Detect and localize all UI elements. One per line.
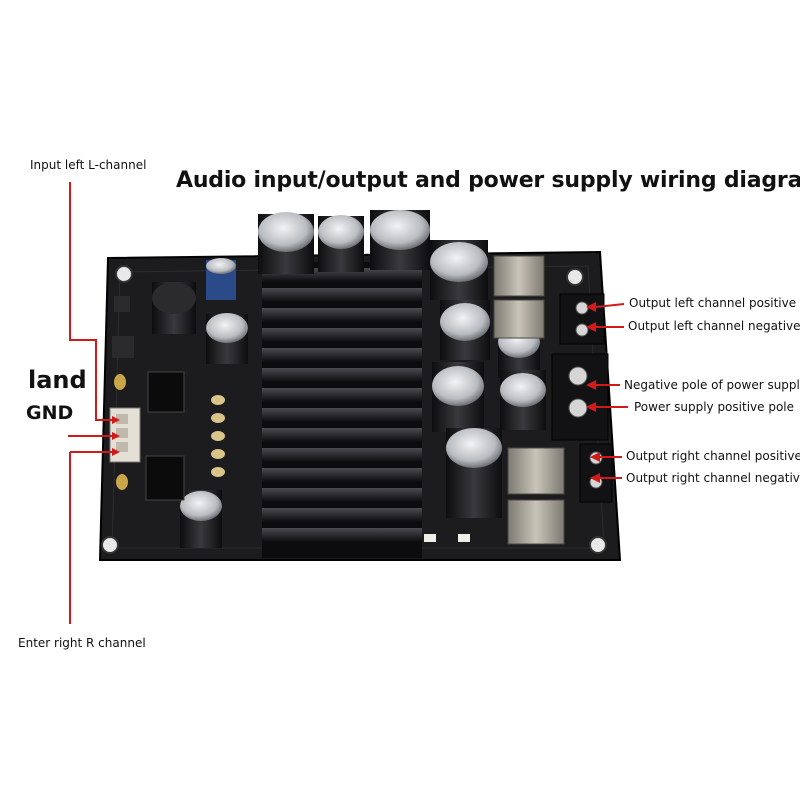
- diagram-title: Audio input/output and power supply wiri…: [176, 168, 800, 193]
- left-components: [112, 258, 248, 548]
- label-out-left-neg: Output left channel negative: [628, 319, 800, 333]
- heatsink: [262, 262, 422, 558]
- label-gnd: GND: [26, 402, 74, 424]
- label-land: land: [28, 366, 87, 394]
- label-pos-power: Power supply positive pole: [634, 400, 794, 414]
- inductors: [493, 255, 565, 545]
- label-out-left-pos: Output left channel positive: [629, 296, 797, 310]
- label-input-left: Input left L-channel: [30, 158, 147, 172]
- annotation-lines-right: [595, 303, 628, 479]
- label-enter-right: Enter right R channel: [18, 636, 146, 650]
- annotation-wires: [68, 182, 112, 624]
- capacitors-top: [258, 210, 488, 300]
- annotation-arrows: [112, 302, 600, 483]
- label-neg-power: Negative pole of power supply: [624, 378, 800, 392]
- smd-parts: [424, 534, 470, 542]
- label-out-right-pos: Output right channel positive: [626, 449, 800, 463]
- capacitors-right: [432, 300, 546, 518]
- mounting-holes: [101, 265, 607, 554]
- label-out-right-neg: Output right channel negative: [626, 471, 800, 485]
